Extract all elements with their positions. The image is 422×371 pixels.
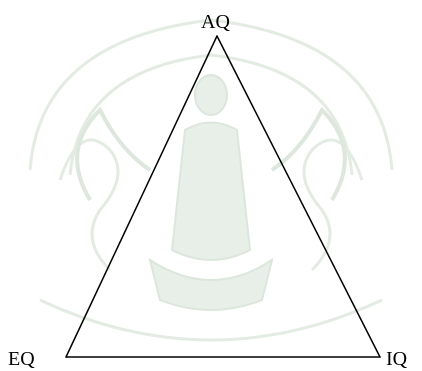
edge-right xyxy=(217,36,380,357)
vertex-label-bottom-right: IQ xyxy=(386,349,407,369)
vertex-label-bottom-left: EQ xyxy=(8,349,35,369)
edge-left xyxy=(66,36,217,357)
vertex-label-top: AQ xyxy=(201,12,230,32)
